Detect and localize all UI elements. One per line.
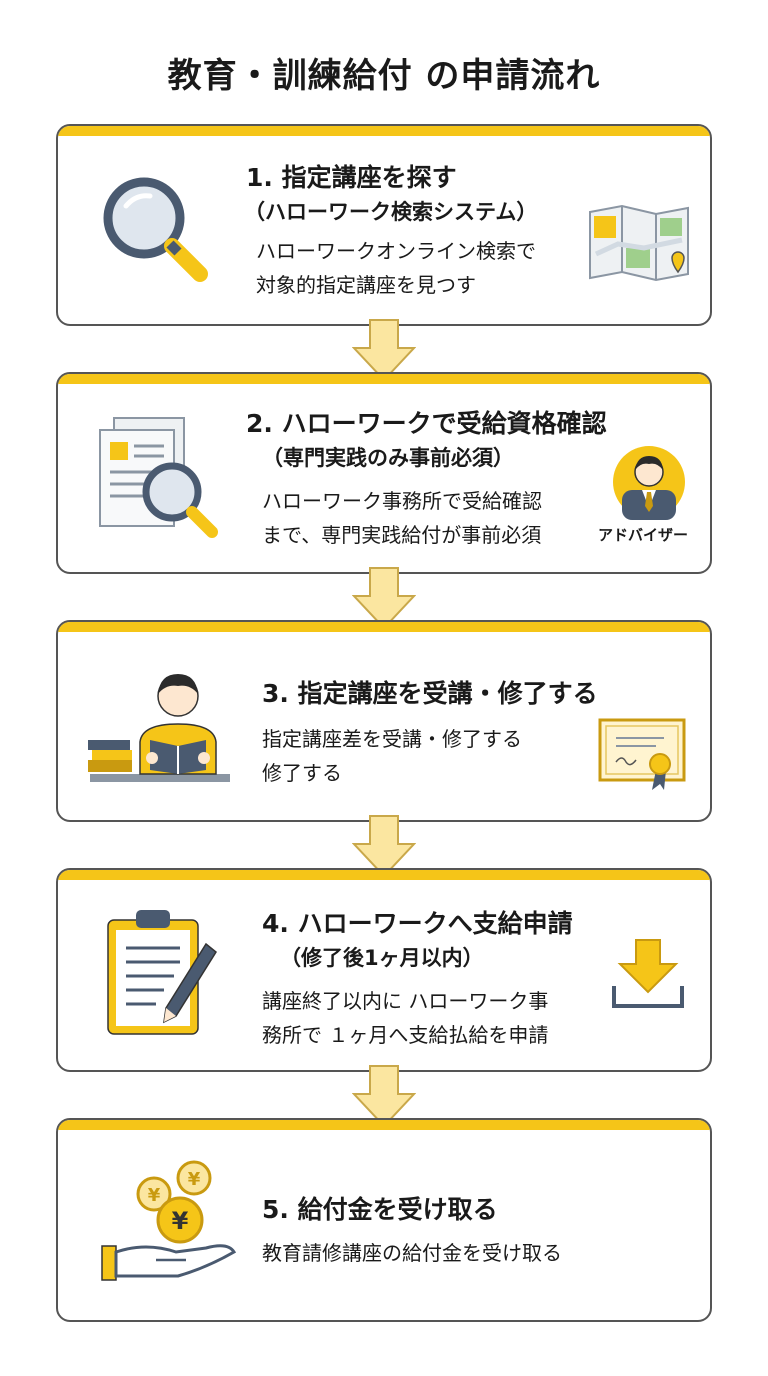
step-body-line: 教育請修講座の給付金を受け取る (262, 1241, 562, 1265)
step-body-line: 務所で １ヶ月へ支給払給を申請 (262, 1023, 549, 1047)
step-body-line: 修了する (262, 761, 342, 785)
flow-arrow (352, 319, 416, 382)
map-icon (589, 204, 689, 282)
advisor-icon (613, 446, 685, 520)
svg-text:¥: ¥ (172, 1207, 189, 1235)
step-body-line: ハローワーク事務所で受給確認 (262, 489, 542, 513)
certificate-icon (598, 718, 686, 790)
flow-arrow (352, 1065, 416, 1128)
step-body-line: まで、専門実践給付が事前必須 (262, 523, 542, 547)
step-body-line: 講座終了以内に ハローワーク事 (262, 989, 549, 1013)
magnifier-icon (103, 177, 208, 282)
step-subheading: （専門実践のみ事前必須） (262, 446, 514, 470)
step-card-3: 3. 指定講座を受講・修了する 指定講座差を受講・修了する 修了する (56, 620, 712, 822)
step-subheading: （ハローワーク検索システム） (244, 200, 538, 224)
document-search-icon (99, 417, 218, 538)
clipboard-pen-icon (107, 910, 217, 1035)
step-body-line: ハローワークオンライン検索で (256, 239, 536, 263)
step-subheading: （修了後1ヶ月以内） (280, 946, 484, 970)
flow-arrow (352, 815, 416, 878)
step-heading: 4. ハローワークへ支給申請 (262, 909, 573, 938)
yen-coins-hand-icon: ¥ ¥ ¥ (101, 1160, 237, 1281)
step-heading: 1. 指定講座を探す (246, 163, 457, 192)
student-reading-icon (88, 674, 230, 782)
step-body-line: 対象的指定講座を見つす (256, 273, 476, 297)
svg-text:¥: ¥ (148, 1185, 161, 1206)
flow-arrow (352, 567, 416, 630)
step-heading: 3. 指定講座を受講・修了する (262, 679, 598, 708)
step-heading: 5. 給付金を受け取る (262, 1195, 498, 1224)
step-card-2: 2. ハローワークで受給資格確認 （専門実践のみ事前必須） ハローワーク事務所で… (56, 372, 712, 574)
svg-text:¥: ¥ (188, 1169, 201, 1190)
download-tray-icon (612, 939, 684, 1008)
step-card-1: 1. 指定講座を探す （ハローワーク検索システム） ハローワークオンライン検索で… (56, 124, 712, 326)
advisor-label: アドバイザー (598, 526, 689, 544)
page-title: 教育・訓練給付 の申請流れ (167, 56, 601, 96)
step-card-5: 5. 給付金を受け取る 教育請修講座の給付金を受け取る ¥ ¥ ¥ (56, 1118, 712, 1322)
step-heading: 2. ハローワークで受給資格確認 (246, 409, 607, 438)
step-card-4: 4. ハローワークへ支給申請 （修了後1ヶ月以内） 講座終了以内に ハローワーク… (56, 868, 712, 1072)
step-body-line: 指定講座差を受講・修了する (262, 727, 522, 751)
